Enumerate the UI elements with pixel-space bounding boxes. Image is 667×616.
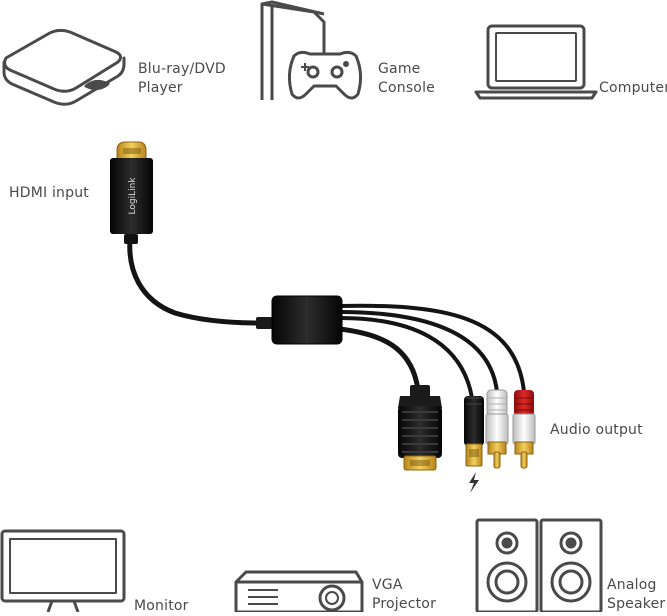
computer-icon — [474, 24, 598, 100]
game-console-icon — [260, 0, 363, 100]
adapter-cables — [127, 237, 526, 400]
computer-label: Computer — [599, 79, 667, 98]
console-label: Game Console — [378, 60, 435, 98]
brand-logo: LogiLink — [128, 177, 138, 215]
bluray-label-line1: Blu-ray/DVD — [138, 61, 226, 77]
white-rca-connector — [485, 389, 509, 469]
bluray-player-icon — [2, 28, 126, 106]
monitor-label-line1: Monitor — [134, 598, 189, 614]
red-audio-cable — [338, 303, 526, 394]
audio-output-text: Audio output — [550, 422, 643, 438]
console-label-line2: Console — [378, 80, 435, 96]
monitor-icon — [0, 529, 126, 612]
hdmi-input-text: HDMI input — [9, 185, 89, 201]
hdmi-cable — [127, 237, 263, 326]
white-audio-cable — [338, 310, 499, 394]
projector-label: VGA Projector — [372, 576, 436, 614]
monitor-label: Monitor — [134, 597, 189, 616]
computer-label-line1: Computer — [599, 80, 667, 96]
hdmi-connector — [110, 141, 153, 244]
red-rca-connector — [512, 390, 536, 469]
usb-cable — [338, 316, 474, 400]
bluray-label-line2: Player — [138, 80, 183, 96]
console-label-line1: Game — [378, 61, 421, 77]
vga-cable — [337, 326, 421, 393]
speaker-label: Analog Speaker — [607, 576, 665, 614]
audio-output-label: Audio output — [550, 421, 643, 440]
vga-connector — [398, 385, 442, 471]
hdmi-input-label: HDMI input — [9, 184, 89, 203]
splitter-box — [256, 295, 343, 345]
vga-projector-icon — [234, 570, 364, 612]
power-lightning-icon — [469, 472, 479, 493]
speaker-label-line1: Analog — [607, 577, 657, 593]
usb-power-connector — [464, 396, 484, 467]
speaker-label-line2: Speaker — [607, 596, 666, 612]
bluray-label: Blu-ray/DVD Player — [138, 60, 226, 98]
projector-label-line2: Projector — [372, 596, 437, 612]
projector-label-line1: VGA — [372, 577, 403, 593]
analog-speaker-icon — [475, 518, 603, 612]
